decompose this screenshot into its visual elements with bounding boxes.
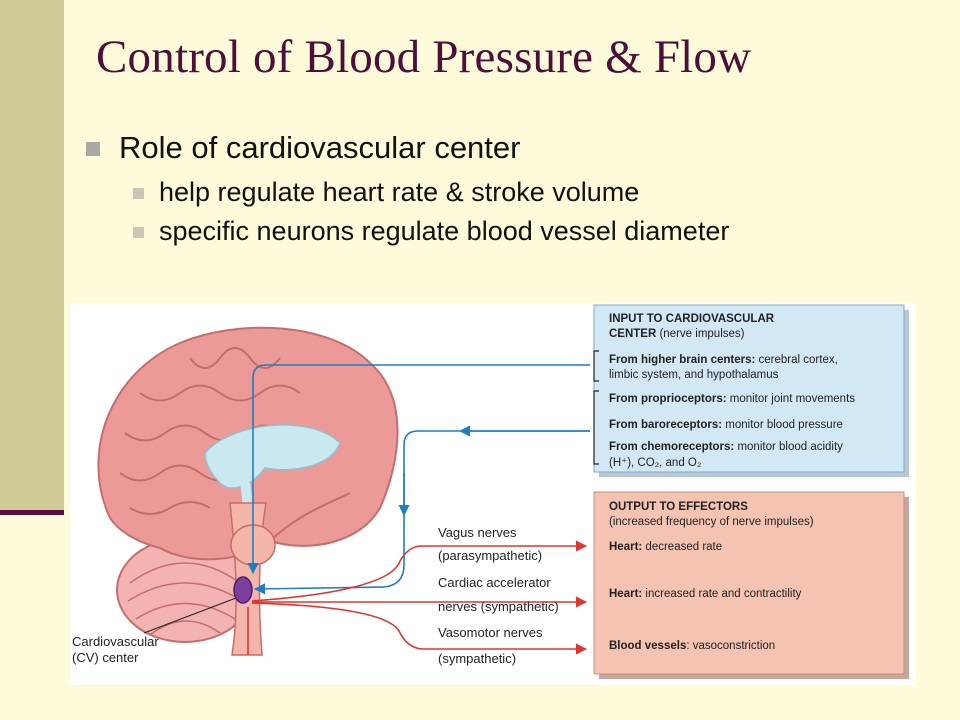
nerve-label-line2: nerves (sympathetic) [438,599,559,614]
output-box-title: OUTPUT TO EFFECTORS [609,501,748,513]
bullet-item: Role of cardiovascular center [86,128,906,168]
nerve-label-line1: Cardiac accelerator [438,575,551,590]
left-accent-bar [0,0,64,512]
brain-illustration [97,326,399,656]
cardiovascular-center-figure: Cardiovascular (CV) center Vagus nerves … [70,303,916,685]
input-item: From higher brain centers: cerebral cort… [609,354,838,366]
sub-bullet-text: specific neurons regulate blood vessel d… [159,216,730,246]
input-arrows [247,364,590,595]
slide-title: Control of Blood Pressure & Flow [96,31,752,83]
input-item-cont: limbic system, and hypothalamus [609,369,779,381]
sub-bullet-item: specific neurons regulate blood vessel d… [133,216,799,246]
sub-bullet-marker [133,227,144,238]
sub-bullet-item: help regulate heart rate & stroke volume [133,177,906,207]
sub-bullet-marker [133,188,144,199]
input-item: From proprioceptors: monitor joint movem… [609,393,855,405]
cv-center-marker [233,576,253,604]
bullet-text: Role of cardiovascular center [119,130,521,165]
input-item: From baroreceptors: monitor blood pressu… [609,419,843,431]
nerve-label-line1: Vasomotor nerves [438,625,543,640]
input-box-title-line1: INPUT TO CARDIOVASCULAR [609,313,775,325]
output-item: Heart: increased rate and contractility [609,588,802,600]
input-item: From chemoreceptors: monitor blood acidi… [609,441,843,453]
cv-center-label-line2: (CV) center [72,650,139,665]
output-box: OUTPUT TO EFFECTORS (increased frequency… [593,491,909,679]
nerve-label-line2: (parasympathetic) [438,548,542,563]
input-box: INPUT TO CARDIOVASCULAR CENTER (nerve im… [593,304,909,477]
nerve-label-line1: Vagus nerves [438,525,517,540]
input-box-title-line2: CENTER (nerve impulses) [609,328,745,340]
figure-svg: Cardiovascular (CV) center Vagus nerves … [72,304,909,679]
cv-center-leader-line [143,597,237,634]
nerve-label-line2: (sympathetic) [438,651,516,666]
output-arrows [247,540,588,655]
cv-center-label-line1: Cardiovascular [72,634,159,649]
bullet-list: Role of cardiovascular center help regul… [86,128,906,246]
output-box-subtitle: (increased frequency of nerve impulses) [609,516,814,528]
input-item-cont: (H⁺), CO₂, and O₂ [609,457,701,469]
sub-bullet-text: help regulate heart rate & stroke volume [159,177,640,207]
output-item: Blood vessels: vasoconstriction [609,640,775,652]
bullet-marker [86,142,100,156]
left-accent-rule [0,510,64,515]
output-item: Heart: decreased rate [609,541,722,553]
